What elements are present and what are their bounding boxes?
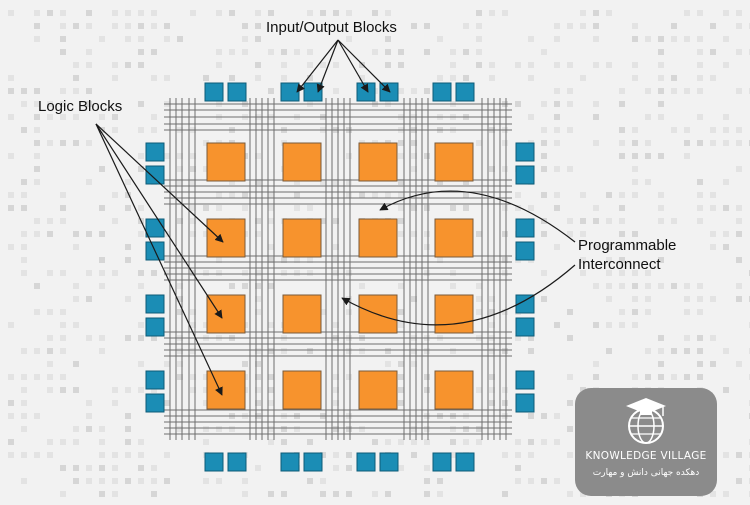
io-arrow xyxy=(337,39,391,93)
io-block xyxy=(280,452,300,472)
io-block xyxy=(145,370,165,390)
io-block xyxy=(280,82,300,102)
logic-block xyxy=(282,142,322,182)
watermark-subtitle: دهکده جهانی دانش و مهارت xyxy=(592,468,700,478)
logic-block xyxy=(358,370,398,410)
logic-block xyxy=(434,142,474,182)
io-block xyxy=(356,82,376,102)
io-block xyxy=(515,370,535,390)
io-block xyxy=(515,218,535,238)
io-block xyxy=(145,317,165,337)
io-block xyxy=(515,241,535,261)
graduation-cap-icon xyxy=(626,398,666,416)
io-block xyxy=(455,452,475,472)
io-block xyxy=(145,142,165,162)
logic-arrow xyxy=(95,123,223,396)
io-arrow xyxy=(316,39,339,93)
logic-arrow xyxy=(95,123,224,243)
io-arrow xyxy=(337,39,369,93)
logic-block xyxy=(358,218,398,258)
logic-block xyxy=(206,142,246,182)
logic-block xyxy=(434,218,474,258)
io-block xyxy=(145,294,165,314)
globe-icon xyxy=(626,398,666,444)
io-block xyxy=(303,452,323,472)
io-block xyxy=(303,82,323,102)
interconnect-label-line1: Programmable xyxy=(578,237,677,254)
io-block xyxy=(379,452,399,472)
io-block xyxy=(515,165,535,185)
io-block xyxy=(145,165,165,185)
logic-block xyxy=(282,218,322,258)
knowledge-village-watermark: KNOWLEDGE VILLAGE دهکده جهانی دانش و مها… xyxy=(575,388,717,496)
io-block xyxy=(204,82,224,102)
io-block xyxy=(515,142,535,162)
logic-block xyxy=(282,294,322,334)
io-block xyxy=(515,317,535,337)
io-arrow xyxy=(296,39,339,93)
io-block xyxy=(204,452,224,472)
io-block xyxy=(455,82,475,102)
logic-block xyxy=(206,370,246,410)
logic-block xyxy=(434,294,474,334)
io-block xyxy=(379,82,399,102)
io-blocks-label: Input/Output Blocks xyxy=(266,19,397,36)
programmable-interconnect-label: Programmable Interconnect xyxy=(578,236,676,274)
io-block xyxy=(515,393,535,413)
logic-block xyxy=(358,142,398,182)
io-block xyxy=(432,452,452,472)
logic-block xyxy=(206,218,246,258)
logic-blocks-label: Logic Blocks xyxy=(38,98,123,115)
watermark-title: KNOWLEDGE VILLAGE xyxy=(585,450,707,462)
io-block xyxy=(227,452,247,472)
io-block xyxy=(515,294,535,314)
logic-block xyxy=(206,294,246,334)
io-block xyxy=(432,82,452,102)
logic-arrow xyxy=(95,123,223,319)
interconnect-arrow xyxy=(341,264,576,326)
io-block xyxy=(356,452,376,472)
interconnect-arrow xyxy=(379,190,576,243)
io-block xyxy=(227,82,247,102)
logic-block xyxy=(282,370,322,410)
interconnect-label-line2: Interconnect xyxy=(578,256,661,273)
io-block xyxy=(145,393,165,413)
logic-block xyxy=(434,370,474,410)
io-block xyxy=(145,218,165,238)
